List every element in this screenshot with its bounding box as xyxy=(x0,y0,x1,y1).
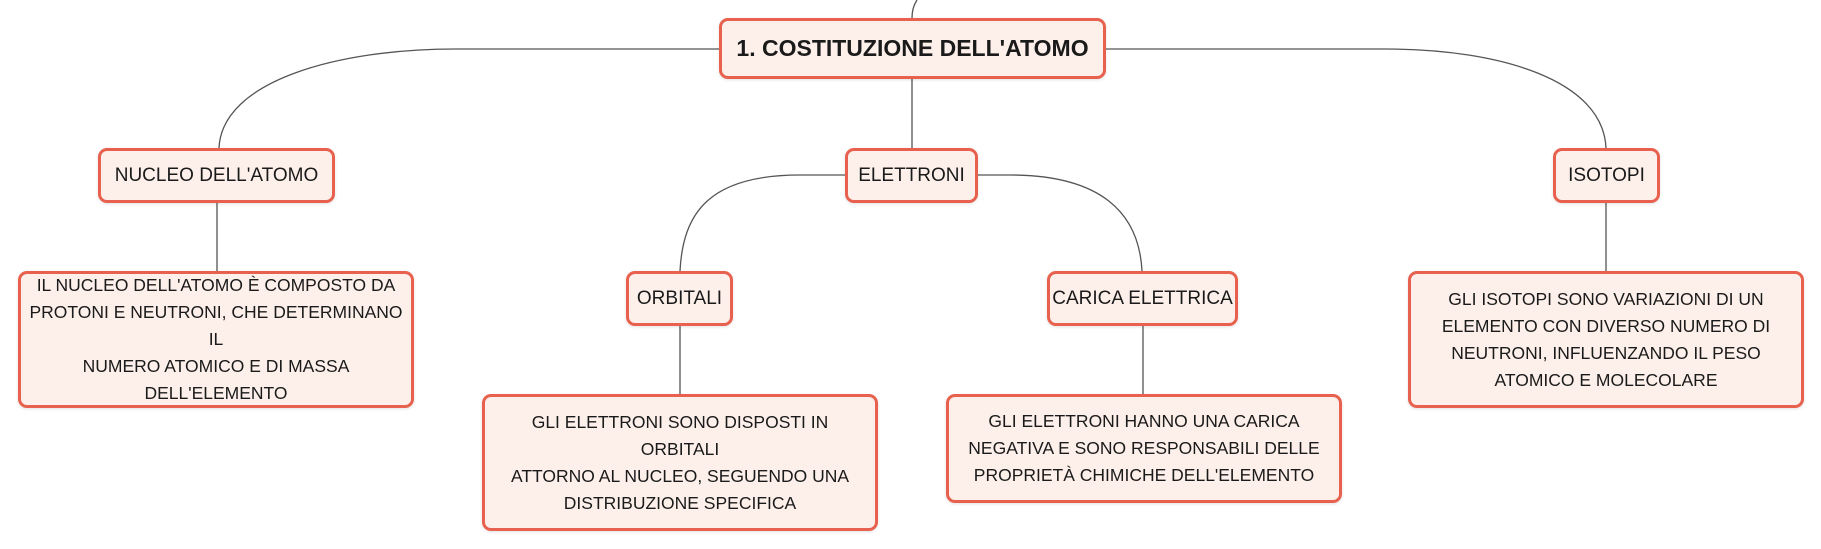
detail-node-isotopi[interactable]: GLI ISOTOPI SONO VARIAZIONI DI UN ELEMEN… xyxy=(1408,271,1804,408)
detail-text: GLI ISOTOPI SONO VARIAZIONI DI UN ELEMEN… xyxy=(1442,286,1770,394)
detail-line: ATOMICO E MOLECOLARE xyxy=(1494,369,1718,390)
detail-line: ELEMENTO CON DIVERSO NUMERO DI xyxy=(1441,315,1771,336)
detail-line: GLI ELETTRONI HANNO UNA CARICA xyxy=(988,411,1300,431)
detail-line: NEUTRONI, INFLUENZANDO IL PESO xyxy=(1451,342,1761,363)
detail-line: GLI ELETTRONI SONO DISPOSTI IN ORBITALI xyxy=(531,411,829,459)
detail-line: GLI ISOTOPI SONO VARIAZIONI DI UN xyxy=(1448,288,1764,309)
connector-root-to-isotopi xyxy=(1106,48,1607,149)
topic-node-label: NUCLEO DELL'ATOMO xyxy=(114,164,319,186)
subtopic-node-orbitali[interactable]: ORBITALI xyxy=(626,271,733,326)
detail-node-nucleo[interactable]: IL NUCLEO DELL'ATOMO È COMPOSTO DA PROTO… xyxy=(18,271,414,408)
connector-root-to-nucleo xyxy=(218,48,719,149)
subtopic-node-label: CARICA ELETTRICA xyxy=(1052,287,1233,309)
topic-node-label: ISOTOPI xyxy=(1568,164,1645,186)
detail-line: DISTRIBUZIONE SPECIFICA xyxy=(563,492,797,513)
detail-line: PROPRIETÀ CHIMICHE DELL'ELEMENTO xyxy=(973,465,1315,485)
detail-text: IL NUCLEO DELL'ATOMO È COMPOSTO DA PROTO… xyxy=(29,272,403,407)
subtopic-node-carica-elettrica[interactable]: CARICA ELETTRICA xyxy=(1047,271,1238,326)
detail-text: GLI ELETTRONI SONO DISPOSTI IN ORBITALI … xyxy=(493,409,867,517)
connector-root-to-parent xyxy=(911,0,918,19)
detail-node-orbitali[interactable]: GLI ELETTRONI SONO DISPOSTI IN ORBITALI … xyxy=(482,394,878,531)
topic-node-elettroni[interactable]: ELETTRONI xyxy=(845,148,978,203)
topic-node-isotopi[interactable]: ISOTOPI xyxy=(1553,148,1660,203)
detail-node-carica-elettrica[interactable]: GLI ELETTRONI HANNO UNA CARICA NEGATIVA … xyxy=(946,394,1342,503)
subtopic-node-label: ORBITALI xyxy=(636,287,723,309)
topic-node-label: ELETTRONI xyxy=(858,164,965,186)
detail-line: NEGATIVA E SONO RESPONSABILI DELLE xyxy=(968,438,1320,458)
detail-line: ATTORNO AL NUCLEO, SEGUENDO UNA xyxy=(510,465,850,486)
root-node-label: 1. COSTITUZIONE DELL'ATOMO xyxy=(736,35,1089,61)
detail-line: NUMERO ATOMICO E DI MASSA xyxy=(82,356,350,376)
connector-elettroni-to-carica xyxy=(978,174,1143,272)
detail-line: DELL'ELEMENTO xyxy=(144,383,288,403)
topic-node-nucleo[interactable]: NUCLEO DELL'ATOMO xyxy=(98,148,335,203)
root-node[interactable]: 1. COSTITUZIONE DELL'ATOMO xyxy=(719,18,1106,79)
detail-line: IL NUCLEO DELL'ATOMO È COMPOSTO DA xyxy=(36,275,396,295)
detail-text: GLI ELETTRONI HANNO UNA CARICA NEGATIVA … xyxy=(968,408,1319,489)
connector-elettroni-to-orbitali xyxy=(679,174,845,272)
detail-line: PROTONI E NEUTRONI, CHE DETERMINANO IL xyxy=(29,302,403,349)
